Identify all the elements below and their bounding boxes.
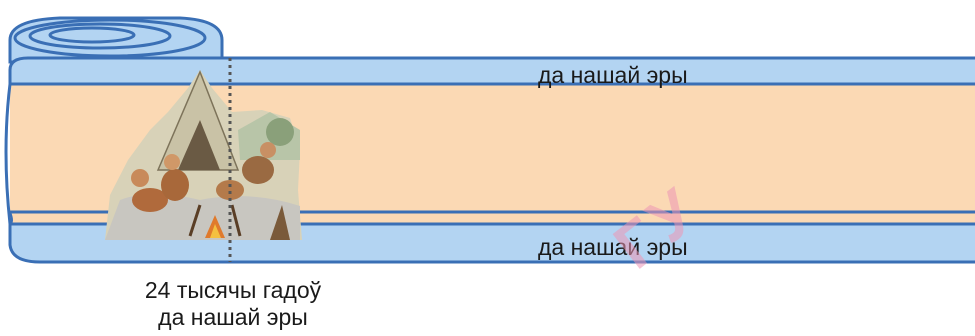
scroll-roll [8,16,224,64]
top-band-label: да нашай эры [538,62,688,88]
top-band [8,56,975,86]
scroll-left-edge [4,83,12,225]
date-caption: 24 тысячы гадоў да нашай эры [98,277,368,331]
bottom-band-label: да нашай эры [538,234,688,260]
stone-age-camp-illustration [105,70,302,240]
caption-line-1: 24 тысячы гадоў [144,277,322,303]
caption-line-2: да нашай эры [158,304,308,330]
